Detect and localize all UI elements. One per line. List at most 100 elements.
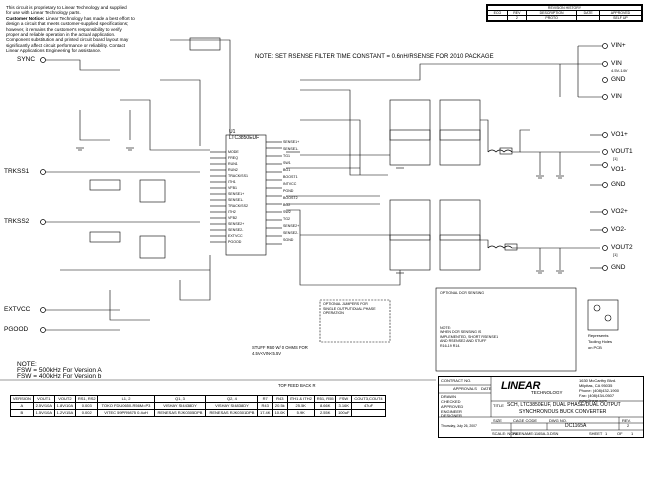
ground-symbols (76, 147, 564, 274)
ic-body (225, 134, 267, 256)
pin-label: TRACK/SS2 (228, 204, 248, 208)
pin-label: RUN2 (228, 168, 238, 172)
port-gnd: GND (611, 76, 626, 83)
notice-label: Customer Notice: (6, 15, 45, 21)
sheet-count: 1 (631, 431, 634, 436)
note-line: FSW = 400kHz For Version b (17, 373, 102, 380)
pin-label: VFB1 (228, 186, 237, 190)
port-vin-2: VIN (611, 93, 622, 100)
pin-label: TRACK/SS1 (228, 174, 248, 178)
port-vout2: VOUT2 (611, 244, 633, 251)
pin-label: SENSE2+ (228, 222, 245, 226)
pin-label: RUN1 (228, 162, 238, 166)
port-vo2-plus: VO2+ (611, 208, 628, 215)
pin-label: BOOST1 (283, 175, 298, 179)
dwg-label: DWG NO. (549, 418, 567, 423)
drawn-label: DRAWN (441, 394, 456, 399)
pin-label: EXTVCC (228, 234, 243, 238)
pin-label: SENSE2+ (283, 224, 300, 228)
linear-logo: LINEAR (501, 380, 541, 392)
top-feedback-label: TOP FEED BACK R (278, 383, 316, 388)
pin-label: SENSE1- (228, 198, 244, 202)
pin-label: SGND (283, 238, 294, 242)
title-block: CONTRACT NO. APPROVALS DATE DRAWN CHECKE… (438, 376, 644, 438)
port-sync: SYNC (17, 56, 36, 63)
scale-label: SCALE: NONE (492, 431, 519, 436)
title-label: TITLE (493, 403, 504, 408)
port-vo2-minus: VO2- (611, 226, 627, 233)
sheet-label: SHEET (589, 431, 603, 436)
stuff-note-line: 4.5V<VIN<5.5V (252, 351, 282, 356)
approved-label: APPROVED (441, 404, 464, 409)
port-trkss1: TRKSS1 (4, 168, 30, 175)
ic-ref: U1 (229, 129, 236, 135)
port-gnd-3: GND (611, 264, 626, 271)
power-stage-1 (300, 99, 605, 186)
filename-value: 1165A-3.DSN (534, 431, 559, 436)
port-vo1-plus: VO1+ (611, 131, 628, 138)
option-box-2: OPTIONAL DCR SENSING NOTE: WHEN DCR SENS… (440, 291, 499, 348)
pin-label: SENSE1+ (283, 140, 300, 144)
rev-cell: SELF UP (598, 15, 643, 21)
pin-label: ITH1 (228, 180, 236, 184)
pin-label: SW1 (283, 161, 291, 165)
customer-notice: This circuit is proprietary to Linear Te… (6, 5, 136, 54)
port-pgood: PGOOD (4, 326, 29, 333)
cage-label: CAGE CODE (513, 418, 538, 423)
pin-label: ITH2 (228, 210, 236, 214)
drawing-number: DC1165A (565, 423, 587, 429)
vout2-annotation: [1] (613, 252, 618, 257)
note-heading: NOTE: (17, 361, 37, 368)
checked-label: CHECKED (441, 399, 461, 404)
option-box-1: OPTIONAL JUMPERS FOR SINGLE OUTPUT/DUAL … (323, 302, 376, 315)
date-label: DATE (481, 386, 492, 391)
size-label: SIZE (493, 418, 502, 423)
pin-label: SW2 (283, 210, 291, 214)
rsense-note: NOTE: SET RSENSE FILTER TIME CONSTANT = … (255, 54, 494, 60)
sheet-number: 1 (605, 431, 608, 436)
designer-label: DESIGNER (441, 413, 462, 418)
printed-date: Thursday, July 26, 2007 (441, 424, 477, 428)
pin-label: SENSE1+ (228, 192, 245, 196)
logo-subtitle: TECHNOLOGY (531, 390, 563, 395)
port-vout1: VOUT1 (611, 148, 633, 155)
rev-label: REV. (622, 418, 631, 423)
power-stage-2 (300, 199, 605, 271)
pin-label: MODE (228, 150, 239, 154)
pin-label: PGOOD (228, 240, 242, 244)
tooling-note: Represents Tooling Holes on PCB (588, 333, 613, 350)
notice-body: Linear Technology has made a best effort… (6, 15, 135, 54)
revision-history: REVISION HISTORY ECO REV DESCRIPTION DAT… (486, 4, 643, 22)
note-line: FSW = 500kHz For Version A (17, 367, 102, 374)
port-extvcc: EXTVCC (4, 306, 31, 313)
pin-label: FREQ (228, 156, 238, 160)
rev-cell: PROTO (525, 15, 578, 21)
ic-right-pins (266, 141, 282, 245)
frequency-notes: NOTE: FSW = 500kHz For Version A FSW = 4… (17, 361, 102, 380)
engineer-label: ENGINEER (441, 409, 462, 414)
stuff-note: STUFF R60 W/ 0 OHMS FOR 4.5V<VIN<5.5V (252, 345, 308, 357)
pin-label: SENSE2- (283, 231, 299, 235)
pin-label: BG2 (283, 203, 291, 207)
drawing-title: SCH, LTC3850EUF, DUAL PHASE/DUAL OUTPUT (507, 402, 621, 408)
pin-label: VFB2 (228, 216, 237, 220)
ic-right-pin-labels: SENSE1+ SENSE1- TG1 SW1 BG1 BOOST1 INTVC… (283, 139, 299, 244)
pin-label: INTVCC (283, 182, 297, 186)
port-vin: VIN (611, 60, 622, 67)
pin-label: TG2 (283, 217, 290, 221)
terminal-circles (40, 43, 608, 333)
title-block-grid (439, 377, 643, 437)
contract-label: CONTRACT NO. (441, 378, 472, 383)
ic-left-pin-labels: MODE FREQ RUN1 RUN2 TRACK/SS1 ITH1 VFB1 … (228, 149, 248, 245)
drawing-title-2: SYNCHRONOUS BUCK CONVERTER (519, 409, 607, 415)
company-address: 1630 McCarthy Blvd. Milpitas, CA 95035 P… (579, 378, 620, 403)
port-vo1-minus: VO1- (611, 166, 627, 173)
filename-label: FILENAME: (513, 431, 535, 436)
port-vin-plus: VIN+ (611, 42, 626, 49)
pin-label: TG1 (283, 154, 290, 158)
